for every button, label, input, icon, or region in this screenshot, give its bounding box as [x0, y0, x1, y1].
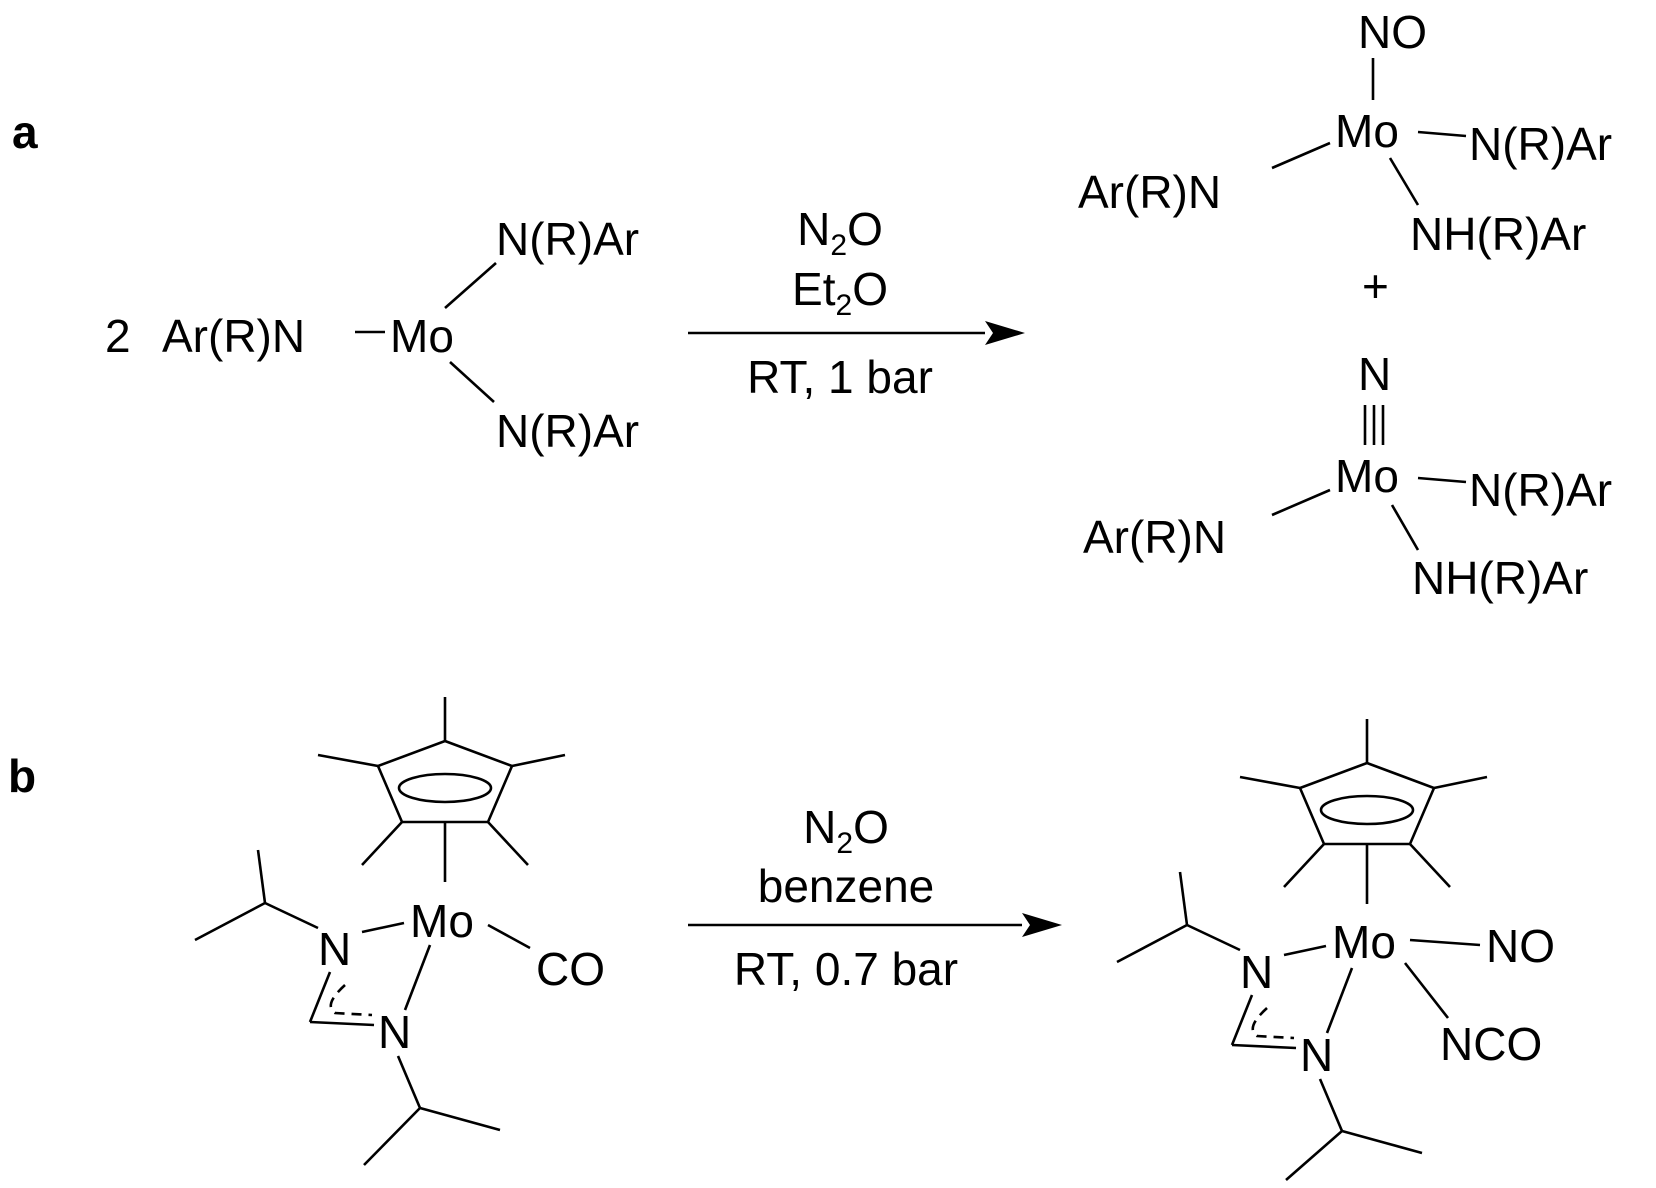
methyl-bond [1239, 775, 1301, 790]
reaction-arrow-b: N2O benzene RT, 0.7 bar [688, 801, 1062, 995]
amidinate-backbone [308, 971, 332, 1023]
product-b-ligand-1: NO [1486, 920, 1555, 972]
cp-ring [376, 739, 514, 824]
reactant-b: Mo N N CO [194, 697, 605, 1166]
product-a2-metal: Mo [1335, 450, 1399, 502]
methyl-bond [317, 753, 379, 768]
product-a1-left-ligand: Ar(R)N [1078, 166, 1221, 218]
isopropyl-bond [396, 1055, 422, 1109]
bond-left [1271, 488, 1331, 517]
product-b: Mo N N NO NCO [1116, 719, 1555, 1181]
methyl-bond [511, 753, 566, 768]
bond-lower [1388, 157, 1420, 206]
reactant-a: 2 Ar(R)N Mo N(R)Ar N(R)Ar [105, 213, 639, 457]
bond-n1-mo [361, 921, 405, 934]
plus-sign: + [1362, 260, 1389, 312]
bond-lower [1390, 504, 1420, 551]
cp-aromatic-ring [1319, 794, 1415, 826]
stoichiometry-coefficient: 2 [105, 310, 131, 362]
product-a1-top-ligand: NO [1358, 6, 1427, 58]
isopropyl-bond [256, 849, 267, 904]
solvent-label-b: benzene [758, 860, 935, 912]
bond-right [1417, 130, 1467, 138]
reactant-b-amidinate-n1: N [318, 923, 351, 975]
isopropyl-bond [1285, 1130, 1343, 1181]
arrow-head-b [1022, 913, 1062, 937]
isopropyl-bond [363, 1107, 421, 1166]
reagent-label-b: N2O [803, 801, 889, 860]
panel-a: a 2 Ar(R)N Mo N(R)Ar N(R)Ar N2O Et2O RT,… [12, 6, 1612, 604]
amidinate-delocalization [1251, 1007, 1295, 1040]
isopropyl-bond [1318, 1078, 1344, 1132]
reactant-a-upper-ligand: N(R)Ar [496, 213, 639, 265]
isopropyl-bond [264, 901, 319, 930]
bond-right [1417, 476, 1467, 484]
methyl-bond [1283, 843, 1325, 888]
isopropyl-bond [1116, 923, 1188, 964]
reactant-a-left-ligand: Ar(R)N [162, 310, 305, 362]
arrow-head-a [985, 321, 1025, 345]
conditions-label-b: RT, 0.7 bar [734, 943, 958, 995]
reactant-a-metal: Mo [390, 310, 454, 362]
bond-mo-co [487, 923, 531, 950]
bond-upper [444, 262, 497, 309]
bond-mo-nco [1403, 962, 1450, 1019]
bond-n1-mo [1283, 944, 1327, 957]
product-a2-left-ligand: Ar(R)N [1083, 511, 1226, 563]
isopropyl-bond [1186, 923, 1241, 952]
amidinate-backbone [309, 1020, 375, 1027]
amidinate-backbone [1230, 994, 1254, 1046]
product-a1: NO Mo Ar(R)N N(R)Ar NH(R)Ar [1078, 6, 1612, 260]
panel-label-b: b [8, 750, 36, 802]
product-b-amidinate-n1: N [1240, 946, 1273, 998]
amidinate-delocalization [329, 984, 373, 1017]
reagent-label-a: N2O [797, 203, 883, 262]
product-a1-metal: Mo [1335, 105, 1399, 157]
isopropyl-bond [1178, 871, 1189, 926]
reactant-b-ligand: CO [536, 943, 605, 995]
bond-mo-no [1409, 938, 1481, 947]
reaction-arrow-a: N2O Et2O RT, 1 bar [688, 203, 1025, 403]
product-b-metal: Mo [1332, 916, 1396, 968]
methyl-bond [1433, 775, 1488, 790]
product-a2: N Mo Ar(R)N N(R)Ar NH(R)Ar [1083, 348, 1612, 604]
amidinate-backbone [1231, 1043, 1297, 1050]
solvent-label-a: Et2O [792, 263, 888, 322]
isopropyl-bond [419, 1106, 501, 1132]
reactant-b-metal: Mo [410, 895, 474, 947]
bond-n2-mo [403, 944, 432, 1011]
cp-aromatic-ring [397, 772, 493, 804]
isopropyl-bond [194, 901, 266, 942]
reactant-b-amidinate-n2: N [378, 1006, 411, 1058]
product-b-amidinate-n2: N [1300, 1029, 1333, 1081]
methyl-bond [1409, 843, 1451, 888]
product-a2-top-ligand: N [1358, 348, 1391, 400]
cp-ring [1298, 761, 1436, 846]
product-a2-right-ligand: N(R)Ar [1469, 464, 1612, 516]
isopropyl-bond [1341, 1129, 1423, 1155]
panel-b: b Mo N N [8, 697, 1555, 1181]
panel-label-a: a [12, 106, 38, 158]
bond-left [1271, 141, 1331, 170]
product-a1-right-ligand: N(R)Ar [1469, 118, 1612, 170]
product-b-ligand-2: NCO [1440, 1018, 1542, 1070]
methyl-bond [487, 821, 529, 866]
product-a2-lower-ligand: NH(R)Ar [1412, 552, 1588, 604]
reactant-a-lower-ligand: N(R)Ar [496, 405, 639, 457]
product-a1-lower-ligand: NH(R)Ar [1410, 208, 1586, 260]
bond-n2-mo [1325, 967, 1354, 1034]
bond-lower [449, 361, 495, 403]
methyl-bond [361, 821, 403, 866]
conditions-label-a: RT, 1 bar [747, 351, 933, 403]
